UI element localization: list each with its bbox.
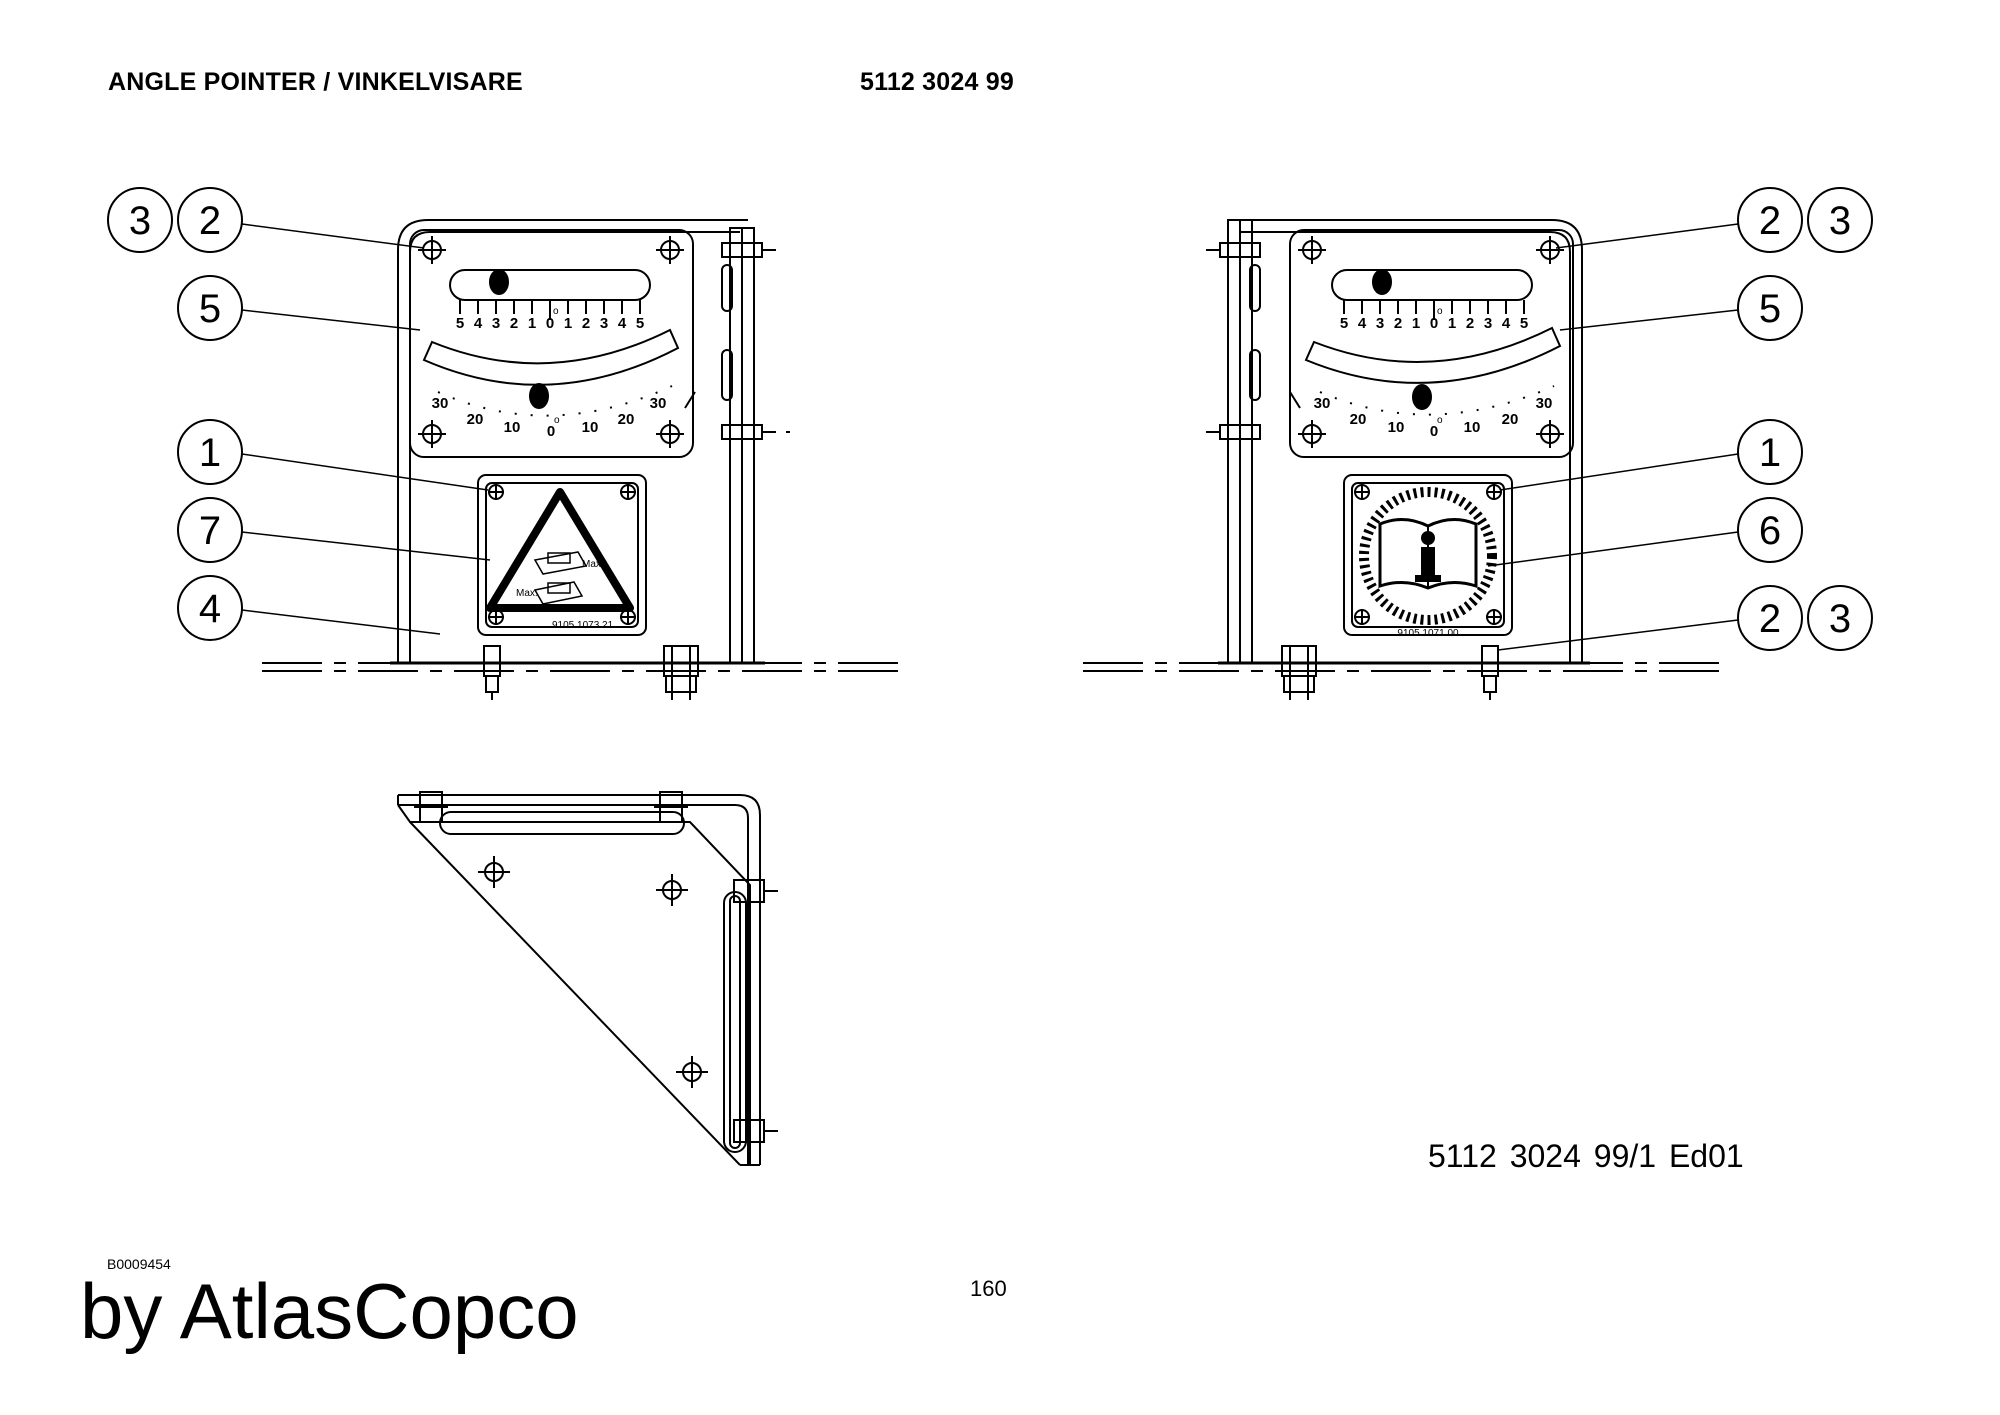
callout-right-3: 3 (1829, 199, 1851, 243)
bracket-bolts (414, 791, 778, 1148)
callout-left-3: 3 (129, 199, 151, 243)
callout-left-4: 4 (199, 587, 221, 631)
svg-text:10: 10 (1388, 419, 1405, 436)
document-reference: 5112 3024 99/1 Ed01 (1428, 1138, 1744, 1174)
svg-text:5: 5 (1340, 315, 1348, 332)
svg-text:0: 0 (546, 315, 554, 332)
svg-text:1: 1 (528, 315, 536, 332)
svg-text:10: 10 (1464, 419, 1481, 436)
svg-text:3: 3 (492, 315, 500, 332)
callout-right-5: 5 (1759, 287, 1781, 331)
callout-left-2: 2 (199, 199, 221, 243)
svg-text:4: 4 (618, 315, 627, 332)
callouts-left (107, 187, 491, 641)
info-decal-bolts (1354, 484, 1502, 625)
page-title: ANGLE POINTER / VINKELVISARE (108, 68, 523, 96)
svg-text:20: 20 (618, 411, 635, 428)
top-view-bracket (397, 791, 778, 1166)
svg-text:20: 20 (467, 411, 484, 428)
linear-scale-ticks-right (1343, 300, 1525, 320)
svg-text:3: 3 (600, 315, 608, 332)
callout-left-7: 7 (199, 509, 221, 553)
warning-decal-code: 9105 1073 21 (552, 620, 614, 631)
svg-text:10: 10 (582, 419, 599, 436)
front-view-left: Max. Max. 9105 1073 21 (107, 187, 900, 700)
callout-right-3-bottom: 3 (1829, 597, 1851, 641)
svg-text:10: 10 (504, 419, 521, 436)
arc-scale-labels-left: 30 20 10 0 10 20 30 o (432, 395, 667, 440)
callout-left-1: 1 (199, 431, 221, 475)
callouts-right (1487, 187, 1873, 651)
panel-bolt-icons (418, 236, 684, 448)
svg-text:5: 5 (456, 315, 464, 332)
svg-text:2: 2 (1466, 315, 1474, 332)
callout-right-2: 2 (1759, 199, 1781, 243)
svg-text:o: o (554, 415, 560, 426)
svg-text:0: 0 (547, 423, 555, 440)
svg-text:3: 3 (1484, 315, 1492, 332)
bracket-hole-icons (478, 856, 708, 1088)
linear-scale-ticks (459, 300, 641, 320)
panel-bolt-icons-right (1298, 236, 1564, 448)
warning-triangle-icon (486, 488, 634, 612)
callout-right-1: 1 (1759, 431, 1781, 475)
warning-max-label-bottom: Max. (516, 588, 538, 599)
info-decal-code: 9105 1071 00 (1397, 628, 1459, 639)
svg-text:o: o (553, 306, 559, 317)
svg-text:2: 2 (582, 315, 590, 332)
svg-text:20: 20 (1502, 411, 1519, 428)
arc-scale-labels-right: 30 20 10 0 10 20 30 o (1314, 395, 1553, 440)
callout-left-5: 5 (199, 287, 221, 331)
info-book-icon (1359, 487, 1497, 625)
image-id: B0009454 (107, 1256, 171, 1272)
svg-text:30: 30 (432, 395, 449, 412)
svg-text:30: 30 (1536, 395, 1553, 412)
svg-text:0: 0 (1430, 423, 1438, 440)
svg-text:1: 1 (564, 315, 572, 332)
callout-right-6: 6 (1759, 509, 1781, 553)
svg-text:20: 20 (1350, 411, 1367, 428)
svg-text:o: o (1437, 306, 1443, 317)
svg-text:30: 30 (650, 395, 667, 412)
svg-text:o: o (1437, 415, 1443, 426)
page-number: 160 (970, 1276, 1007, 1301)
svg-text:4: 4 (474, 315, 483, 332)
svg-text:4: 4 (1358, 315, 1367, 332)
base-bolts-left (483, 645, 699, 700)
callout-right-2-bottom: 2 (1759, 597, 1781, 641)
svg-text:3: 3 (1376, 315, 1384, 332)
svg-text:2: 2 (1394, 315, 1402, 332)
svg-text:30: 30 (1314, 395, 1331, 412)
svg-text:2: 2 (510, 315, 518, 332)
warning-max-label-top: Max. (582, 559, 604, 570)
svg-text:1: 1 (1412, 315, 1420, 332)
linear-scale-labels-right: 5 4 3 2 1 0 1 2 3 4 5 o (1340, 306, 1528, 332)
part-number: 5112 3024 99 (860, 68, 1014, 96)
svg-text:1: 1 (1448, 315, 1456, 332)
base-bolts-right (1281, 645, 1499, 700)
svg-text:4: 4 (1502, 315, 1511, 332)
svg-text:5: 5 (636, 315, 644, 332)
brand-footer: by AtlasCopco (80, 1267, 579, 1355)
linear-scale-labels-left: 5 4 3 2 1 0 1 2 3 4 5 o (456, 306, 644, 332)
svg-text:5: 5 (1520, 315, 1528, 332)
svg-text:0: 0 (1430, 315, 1438, 332)
front-view-right: 9105 1071 00 (1083, 187, 1873, 700)
